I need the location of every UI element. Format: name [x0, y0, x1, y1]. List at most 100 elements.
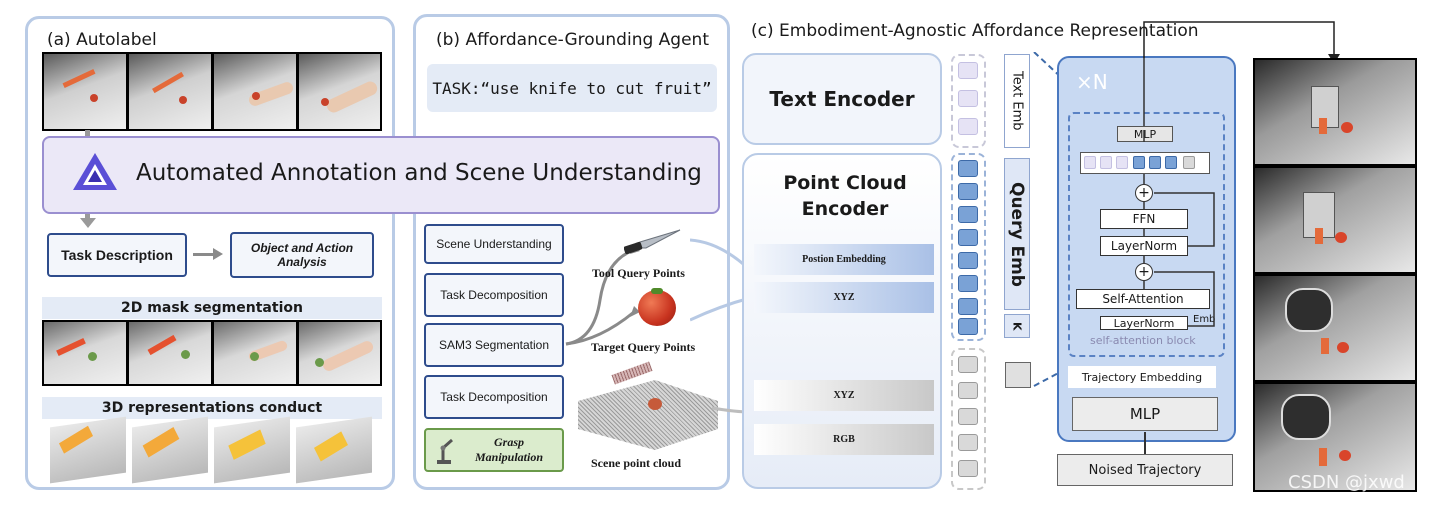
trajectory-token	[1005, 362, 1031, 388]
robot-frame-3	[1255, 276, 1415, 380]
pointcloud-thumb-2	[132, 416, 208, 484]
pc-encoder-title: Point Cloud Encoder	[783, 172, 907, 220]
k-label: K	[1004, 314, 1030, 338]
highlight-icon	[228, 429, 266, 460]
output-token	[1165, 156, 1177, 169]
mlp-bottom-box: MLP	[1072, 397, 1218, 431]
step-task-decomposition: Task Decomposition	[424, 273, 564, 317]
text-emb-text: Text Emb	[1009, 71, 1025, 131]
text-token	[958, 90, 978, 107]
arrow-right	[193, 253, 215, 256]
text-encoder-box: Text Encoder	[742, 53, 942, 145]
robot-frame-4	[1255, 384, 1415, 490]
scene-token-column	[951, 348, 986, 490]
repeat-n-label: ×N	[1076, 70, 1108, 94]
emb-small-label: Emb	[1193, 314, 1216, 325]
mask-frame-4	[299, 322, 380, 384]
step-sam3-segmentation: SAM3 Segmentation	[424, 323, 564, 367]
tomato-icon	[179, 96, 187, 104]
scene-pointcloud-label: Scene point cloud	[591, 456, 682, 470]
tomato-icon	[181, 350, 190, 359]
knife-icon	[1321, 338, 1329, 354]
knife-icon	[624, 229, 681, 254]
demo-video-strip	[42, 52, 382, 131]
mask-video-strip	[42, 320, 382, 386]
object-action-analysis-box: Object and Action Analysis	[230, 232, 374, 278]
banner-text: Automated Annotation and Scene Understan…	[136, 160, 702, 186]
ffn-box: FFN	[1100, 209, 1188, 229]
rgb-bar: RGB	[754, 424, 934, 455]
robot-arm-icon	[437, 438, 453, 464]
hand-icon	[320, 339, 376, 373]
query-token	[958, 275, 978, 292]
tomato-icon	[321, 98, 329, 106]
robot-execution-strip	[1253, 58, 1417, 492]
text-token-column	[951, 54, 986, 148]
knife-icon	[1315, 228, 1323, 244]
output-token	[1183, 156, 1195, 169]
tomato-icon	[1339, 450, 1351, 461]
scene-token	[958, 382, 978, 399]
hand-icon	[324, 79, 380, 115]
highlight-icon	[314, 431, 348, 462]
pointcloud-thumb-3	[214, 416, 290, 484]
output-token	[1116, 156, 1128, 169]
knife-icon	[147, 334, 177, 356]
knife-icon	[56, 337, 86, 357]
video-frame-3	[214, 54, 296, 129]
layernorm-box-1: LayerNorm	[1100, 236, 1188, 256]
noised-trajectory-box: Noised Trajectory	[1057, 454, 1233, 486]
robot-frame-2	[1255, 168, 1415, 272]
query-token	[958, 252, 978, 269]
pointcloud-thumb-4	[296, 416, 372, 484]
query-token	[958, 183, 978, 200]
tool-query-label: Tool Query Points	[592, 266, 685, 280]
knife-icon	[1319, 118, 1327, 134]
grasp-manipulation-box: Grasp Manipulation	[424, 428, 564, 472]
xyz-bar-scene: XYZ	[754, 380, 934, 411]
robot-gripper-icon	[1281, 394, 1331, 440]
robot-gripper-icon	[1285, 288, 1333, 332]
panel-b-title: (b) Affordance-Grounding Agent	[436, 30, 709, 50]
panel-c-title: (c) Embodiment-Agnostic Affordance Repre…	[751, 21, 1199, 41]
query-token-column	[951, 153, 986, 341]
xyz-bar-query: XYZ	[754, 282, 934, 313]
knife-icon	[152, 71, 184, 94]
text-token	[958, 118, 978, 135]
tomato-icon	[315, 358, 324, 367]
video-frame-1	[44, 54, 126, 129]
annotation-banner	[42, 136, 720, 214]
query-token	[958, 160, 978, 177]
highlight-icon	[142, 426, 180, 458]
mask-frame-2	[129, 322, 211, 384]
noised-up-line	[1144, 432, 1146, 454]
tomato-icon	[88, 352, 97, 361]
mask-segmentation-title: 2D mask segmentation	[42, 297, 382, 319]
mlp-top-box: MLP	[1117, 126, 1173, 142]
query-token	[958, 229, 978, 246]
text-token	[958, 62, 978, 79]
layernorm-box-2: LayerNorm	[1100, 316, 1188, 330]
arrow-right-head	[213, 248, 223, 260]
pointcloud-tomato-icon	[648, 398, 662, 410]
step-scene-understanding: Scene Understanding	[424, 224, 564, 264]
task-prompt-box: TASK:“use knife to cut fruit”	[427, 64, 717, 112]
query-emb-label: Query Emb	[1004, 158, 1030, 310]
tomato-icon	[638, 290, 676, 326]
robot-frame-1	[1255, 60, 1415, 164]
tomato-icon	[1341, 122, 1353, 133]
output-token	[1084, 156, 1096, 169]
watermark: CSDN @jxwd	[1288, 472, 1405, 493]
panel-a-title: (a) Autolabel	[47, 30, 157, 50]
branch-arrows	[565, 244, 640, 346]
mask-frame-1	[44, 322, 126, 384]
self-attention-box: Self-Attention	[1076, 289, 1210, 309]
output-token-row	[1080, 152, 1210, 174]
query-emb-text: Query Emb	[1007, 181, 1027, 287]
trajectory-embedding-box: Trajectory Embedding	[1068, 366, 1216, 388]
text-emb-label: Text Emb	[1004, 54, 1030, 148]
qwen-logo-icon	[73, 153, 117, 190]
grasp-label: Grasp Manipulation	[474, 435, 544, 464]
pointcloud-thumb-1	[50, 416, 126, 484]
scene-token	[958, 408, 978, 425]
